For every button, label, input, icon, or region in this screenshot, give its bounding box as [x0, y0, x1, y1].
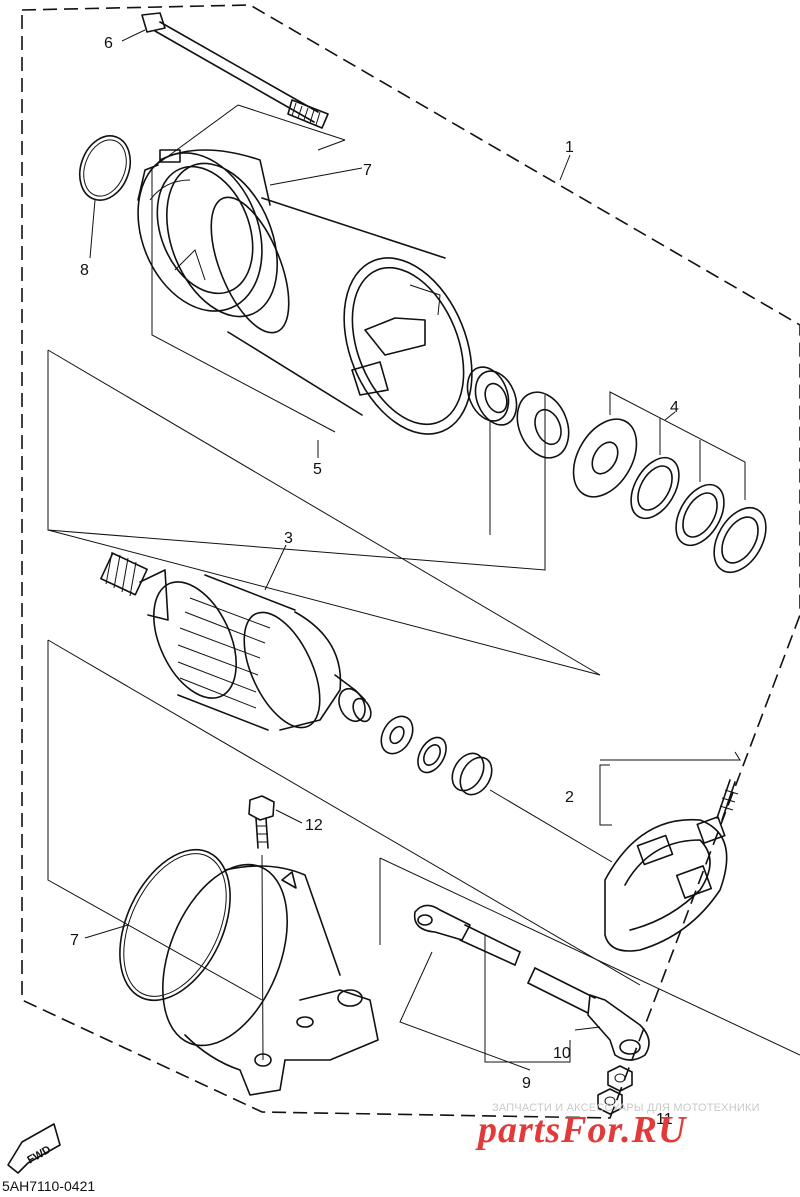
assembly-boundary — [21, 4, 800, 1119]
callout-7-top: 7 — [363, 162, 372, 179]
callout-7-bottom: 7 — [70, 932, 79, 949]
callout-6: 6 — [104, 35, 113, 52]
fwd-label: FWD — [25, 1144, 53, 1167]
callout-12: 12 — [305, 817, 323, 834]
o-ring-7-top — [165, 162, 279, 318]
diagram-code: 5AH7110-0421 — [2, 1178, 96, 1194]
leader-lines — [84, 29, 571, 939]
callout-9: 9 — [522, 1075, 531, 1092]
callout-11: 11 — [656, 1111, 673, 1128]
bearing — [466, 366, 518, 426]
o-ring-7-bottom — [119, 848, 231, 1002]
callout-1: 1 — [565, 139, 574, 156]
callout-8: 8 — [80, 262, 89, 279]
watermark-subtitle: ЗАПЧАСТИ И АКСЕССУАРЫ ДЛЯ МОТОТЕХНИКИ — [492, 1102, 760, 1114]
small-washers — [380, 715, 613, 863]
oil-seal — [516, 391, 570, 459]
group-front-bracket — [47, 639, 800, 1056]
nuts-11 — [597, 1065, 633, 1115]
bolt-12 — [248, 795, 275, 1061]
callout-labels: 1 2 3 4 5 6 7 7 8 9 10 11 12 — [70, 35, 679, 1128]
yoke-housing-5 — [210, 196, 473, 435]
callout-4: 4 — [670, 399, 679, 416]
group-5-bracket — [47, 349, 601, 676]
terminal-wire-set — [399, 904, 650, 1071]
brush-holder-2 — [599, 751, 741, 952]
watermark-brand: partsFor.RU — [478, 1109, 687, 1151]
fwd-arrow-icon: FWD — [7, 1123, 61, 1174]
callout-10: 10 — [553, 1045, 571, 1062]
armature-3 — [100, 551, 372, 731]
callout-5: 5 — [313, 461, 322, 478]
group-top-bracket — [151, 104, 346, 433]
rear-cover — [137, 149, 271, 312]
through-bolt-6 — [141, 12, 329, 129]
front-cover — [162, 863, 379, 1096]
callout-3: 3 — [284, 530, 293, 547]
washer-set-4 — [572, 391, 767, 574]
o-ring-8 — [78, 135, 132, 201]
callout-2: 2 — [565, 789, 574, 806]
